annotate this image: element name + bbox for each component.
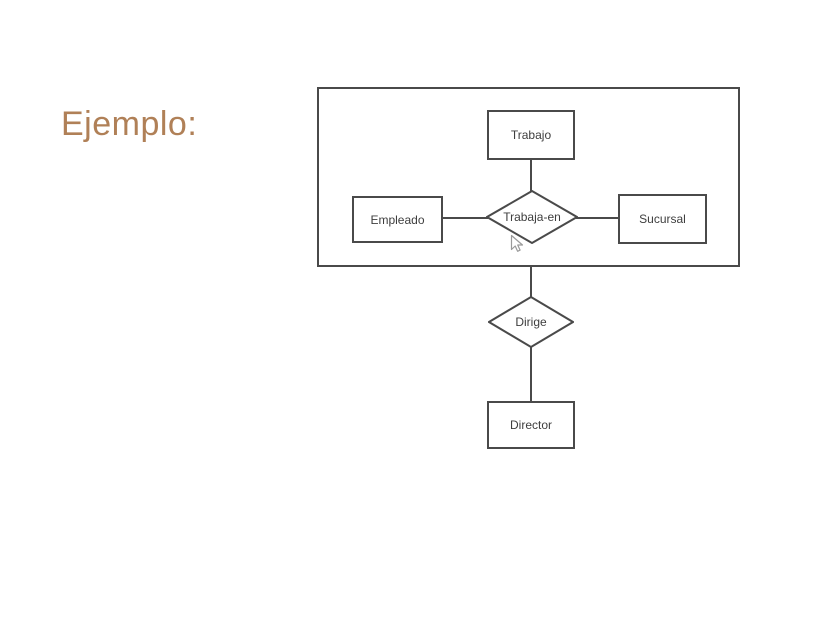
relationship-trabaja-en-diamond[interactable]: Trabaja-en — [486, 190, 578, 244]
connector-dirige-to-director — [530, 346, 532, 402]
entity-director-label: Director — [509, 418, 552, 432]
entity-trabajo-label: Trabajo — [510, 128, 552, 142]
entity-empleado-box[interactable]: Empleado — [352, 196, 443, 243]
diamond-shape-icon — [486, 190, 578, 244]
connector-boundary-to-dirige — [530, 266, 532, 299]
slide-title: Ejemplo: — [61, 105, 198, 143]
connector-empleado-to-trabaja-en — [442, 217, 488, 219]
entity-empleado-label: Empleado — [370, 212, 425, 227]
entity-sucursal-box[interactable]: Sucursal — [618, 194, 707, 244]
entity-trabajo-box[interactable]: Trabajo — [487, 110, 575, 160]
mouse-cursor-icon — [510, 234, 524, 252]
connector-trabaja-en-to-sucursal — [576, 217, 618, 219]
aggregation-boundary-rect[interactable] — [317, 87, 740, 267]
entity-sucursal-label: Sucursal — [639, 212, 686, 226]
connector-trabajo-to-trabaja-en — [530, 159, 532, 193]
diamond-shape-icon — [488, 296, 574, 348]
entity-director-box[interactable]: Director — [487, 401, 575, 449]
relationship-dirige-diamond[interactable]: Dirige — [488, 296, 574, 348]
